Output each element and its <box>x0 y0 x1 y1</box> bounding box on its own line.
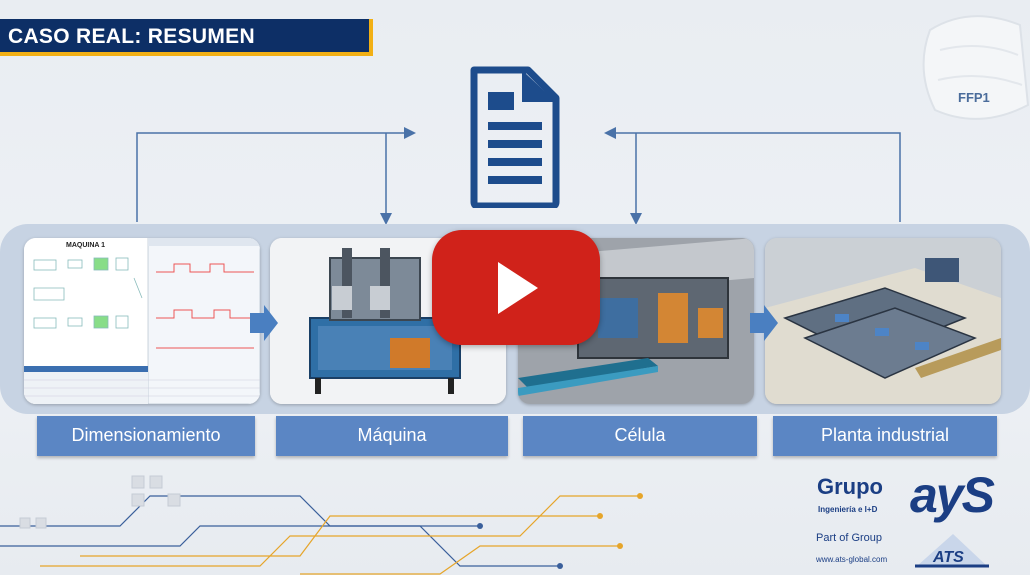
ays-logo: ayS <box>910 467 995 523</box>
stage-label-dimensionamiento: Dimensionamiento <box>37 416 255 456</box>
circuit-decoration <box>0 475 643 575</box>
dimensioning-screenshot: MAQUINA 1 <box>24 238 260 404</box>
plant-render <box>765 238 1001 404</box>
brand-ingenieria: Ingeniería e I+D <box>818 505 878 514</box>
plant-thumbnail <box>765 238 1001 404</box>
ats-logo: ATS <box>915 534 989 568</box>
stage-arrow-3 <box>750 305 778 341</box>
stage-label-maquina: Máquina <box>276 416 508 456</box>
website-text: www.ats-global.com <box>816 555 888 564</box>
ffp1-mask-image: FFP1 <box>922 15 1030 120</box>
brand-grupo: Grupo <box>817 474 883 499</box>
document-icon <box>470 66 560 208</box>
dimensioning-thumbnail: MAQUINA 1 <box>24 238 260 404</box>
stage-arrow-1 <box>250 305 278 341</box>
part-of-group-text: Part of Group <box>816 532 883 544</box>
stage-label-planta: Planta industrial <box>773 416 997 456</box>
slide-title: CASO REAL: RESUMEN <box>8 25 255 48</box>
thumb-title: MAQUINA 1 <box>66 242 105 249</box>
video-play-button[interactable] <box>432 230 600 345</box>
ats-logo-text: ATS <box>932 549 964 566</box>
mask-label: FFP1 <box>958 90 990 105</box>
play-icon <box>498 262 538 314</box>
stage-label-celula: Célula <box>523 416 757 456</box>
slide-title-bar: CASO REAL: RESUMEN <box>0 19 373 56</box>
